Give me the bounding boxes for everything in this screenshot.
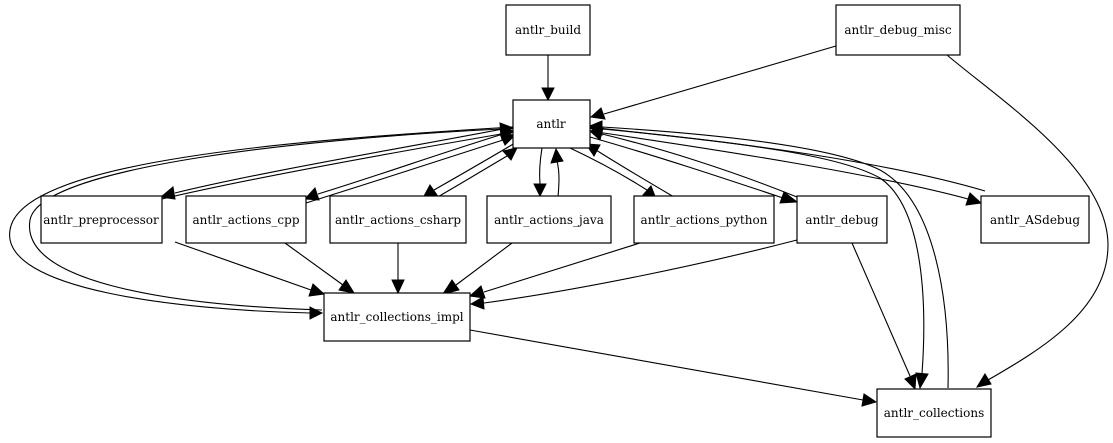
edges-layer bbox=[9, 45, 1109, 407]
nodes-layer: antlr_build antlr_debug_misc antlr antlr… bbox=[40, 4, 1090, 438]
node-antlr-debug: antlr_debug bbox=[796, 195, 888, 244]
node-label: antlr bbox=[536, 117, 566, 131]
edge-antlr-to-antlr-preprocessor bbox=[159, 126, 514, 200]
edge-antlr-preprocessor-to-antlr-collections-impl bbox=[174, 241, 326, 297]
node-antlr-actions-cpp: antlr_actions_cpp bbox=[185, 195, 307, 244]
node-label: antlr_collections_impl bbox=[330, 310, 463, 324]
edge-antlr-to-antlr-ASdebug bbox=[589, 130, 983, 206]
edge-antlr-actions-java-to-antlr-collections-impl bbox=[441, 242, 513, 295]
node-antlr-ASdebug: antlr_ASdebug bbox=[980, 195, 1090, 244]
edge-antlr-to-antlr-actions-java bbox=[533, 147, 547, 198]
edge-antlr-debug-misc-to-antlr-collections bbox=[946, 54, 1109, 388]
edge-antlr-actions-python-to-antlr bbox=[585, 143, 675, 198]
node-label: antlr_debug_misc bbox=[844, 23, 952, 37]
edge-antlr-to-antlr-actions-cpp bbox=[303, 130, 514, 201]
node-antlr-build: antlr_build bbox=[505, 4, 591, 56]
node-label: antlr_preprocessor bbox=[43, 213, 159, 227]
edge-antlr-debug-misc-to-antlr bbox=[589, 45, 837, 120]
node-label: antlr_actions_java bbox=[494, 213, 604, 227]
edge-antlr-actions-cpp-to-antlr-collections-impl bbox=[284, 242, 356, 294]
edge-antlr-collections-to-antlr bbox=[588, 120, 949, 389]
edge-antlr-actions-csharp-to-antlr bbox=[435, 147, 518, 199]
node-antlr-preprocessor: antlr_preprocessor bbox=[40, 195, 163, 244]
node-label: antlr_build bbox=[515, 23, 581, 37]
node-antlr-collections-impl: antlr_collections_impl bbox=[323, 292, 471, 342]
node-label: antlr_actions_cpp bbox=[192, 213, 299, 227]
edge-antlr-actions-csharp-to-antlr-collections-impl bbox=[391, 243, 405, 295]
node-antlr-collections: antlr_collections bbox=[876, 388, 992, 438]
node-antlr-actions-csharp: antlr_actions_csharp bbox=[329, 195, 467, 244]
edge-antlr-collections-impl-to-antlr-collections bbox=[469, 329, 878, 407]
edge-antlr-to-antlr-debug bbox=[589, 136, 799, 204]
node-antlr-actions-java: antlr_actions_java bbox=[486, 195, 612, 244]
node-label: antlr_debug bbox=[805, 213, 878, 227]
edge-antlr-to-antlr-actions-python bbox=[569, 147, 657, 200]
node-antlr-debug-misc: antlr_debug_misc bbox=[835, 4, 961, 56]
node-antlr: antlr bbox=[512, 99, 591, 149]
edge-antlr-debug-to-antlr-collections bbox=[851, 242, 917, 391]
edge-antlr-to-antlr-collections bbox=[589, 126, 929, 390]
edge-antlr-actions-java-to-antlr bbox=[550, 147, 564, 198]
edge-antlr-preprocessor-to-antlr bbox=[161, 127, 516, 200]
edge-antlr-build-to-antlr bbox=[541, 55, 555, 102]
node-antlr-actions-python: antlr_actions_python bbox=[633, 195, 775, 244]
edge-antlr-to-antlr-actions-csharp bbox=[422, 139, 521, 199]
node-label: antlr_ASdebug bbox=[990, 213, 1080, 227]
edge-antlr-debug-to-antlr-collections-impl bbox=[469, 239, 798, 310]
edge-antlr-actions-cpp-to-antlr bbox=[305, 133, 517, 204]
node-label: antlr_actions_csharp bbox=[335, 213, 461, 227]
node-label: antlr_collections bbox=[884, 406, 985, 420]
edge-antlr-actions-python-to-antlr-collections-impl bbox=[468, 242, 641, 299]
node-label: antlr_actions_python bbox=[641, 213, 768, 227]
edge-antlr-collections-impl-to-antlr bbox=[29, 122, 515, 311]
